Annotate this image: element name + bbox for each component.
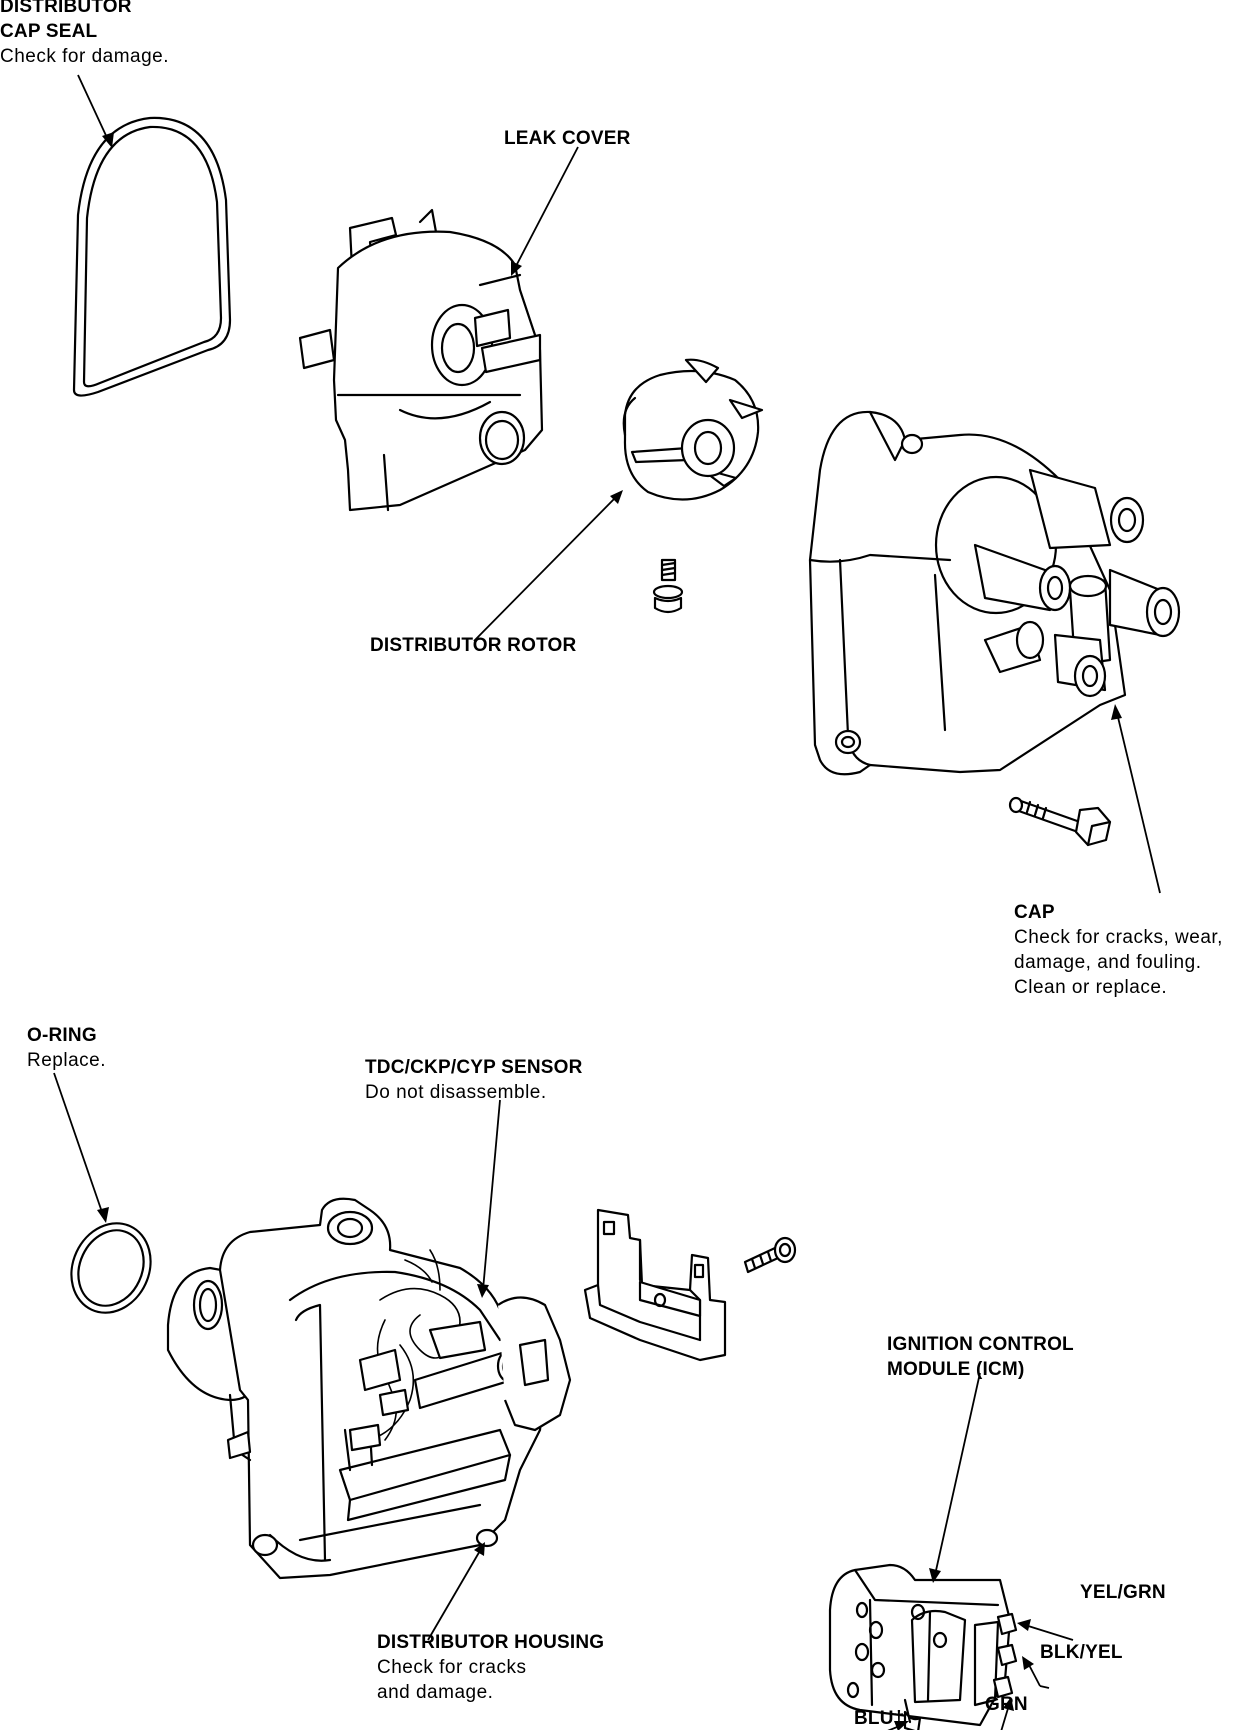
leader-lines	[54, 75, 1160, 1730]
housing-note-line1: Check for cracks	[377, 1657, 527, 1678]
cap-seal-drawing	[74, 118, 230, 396]
wire-blk-yel-text: BLK/YEL	[1040, 1642, 1123, 1663]
rotor-label: DISTRIBUTOR ROTOR	[370, 633, 576, 658]
icm-label: IGNITION CONTROL MODULE (ICM)	[887, 1332, 1074, 1382]
distributor-cap-drawing	[810, 412, 1179, 774]
housing-label: DISTRIBUTOR HOUSING Check for cracks and…	[377, 1630, 604, 1705]
cap-note-line2: damage, and fouling.	[1014, 952, 1202, 973]
wire-blu-text: BLU†	[854, 1708, 905, 1729]
cap-seal-title-line1: DISTRIBUTOR	[0, 0, 132, 17]
o-ring-note: Replace.	[27, 1050, 106, 1071]
rotor-screw-drawing	[654, 560, 682, 612]
housing-note-line2: and damage.	[377, 1682, 494, 1703]
icm-title-line1: IGNITION CONTROL	[887, 1334, 1074, 1355]
cap-note-line1: Check for cracks, wear,	[1014, 927, 1223, 948]
wire-grn-label: GRN	[985, 1692, 1028, 1717]
leak-cover-title: LEAK COVER	[504, 128, 631, 149]
o-ring-label: O-RING Replace.	[27, 1023, 106, 1073]
cap-label: CAP Check for cracks, wear, damage, and …	[1014, 900, 1223, 1000]
sensor-label: TDC/CKP/CYP SENSOR Do not disassemble.	[365, 1055, 583, 1105]
wire-yel-grn-label: YEL/GRN	[1080, 1580, 1166, 1605]
cap-seal-title-line2: CAP SEAL	[0, 21, 98, 42]
rotor-drawing	[624, 360, 762, 500]
icm-title-line2: MODULE (ICM)	[887, 1359, 1025, 1380]
distributor-housing-drawing	[168, 1199, 570, 1578]
o-ring-title: O-RING	[27, 1025, 97, 1046]
cap-title: CAP	[1014, 902, 1055, 923]
bracket-screw-drawing	[745, 1238, 795, 1272]
leak-cover-drawing	[300, 210, 542, 510]
cap-seal-note: Check for damage.	[0, 46, 170, 67]
leak-cover-label: LEAK COVER	[504, 126, 631, 151]
sensor-title: TDC/CKP/CYP SENSOR	[365, 1057, 583, 1078]
wire-blu-label: BLU†	[854, 1706, 904, 1730]
rotor-title: DISTRIBUTOR ROTOR	[370, 635, 577, 656]
housing-title: DISTRIBUTOR HOUSING	[377, 1632, 605, 1653]
o-ring-drawing	[57, 1210, 165, 1325]
wire-blk-yel-label: BLK/YEL	[1040, 1640, 1123, 1665]
bracket-drawing	[585, 1210, 725, 1360]
wire-yel-grn-text: YEL/GRN	[1080, 1582, 1166, 1603]
icm-drawing	[830, 1565, 1016, 1730]
cap-note-line3: Clean or replace.	[1014, 977, 1168, 998]
sensor-note: Do not disassemble.	[365, 1082, 547, 1103]
wire-grn-text: GRN	[985, 1694, 1028, 1715]
cap-seal-label: DISTRIBUTOR CAP SEAL Check for damage.	[0, 0, 169, 69]
cap-bolt-drawing	[1010, 798, 1110, 845]
